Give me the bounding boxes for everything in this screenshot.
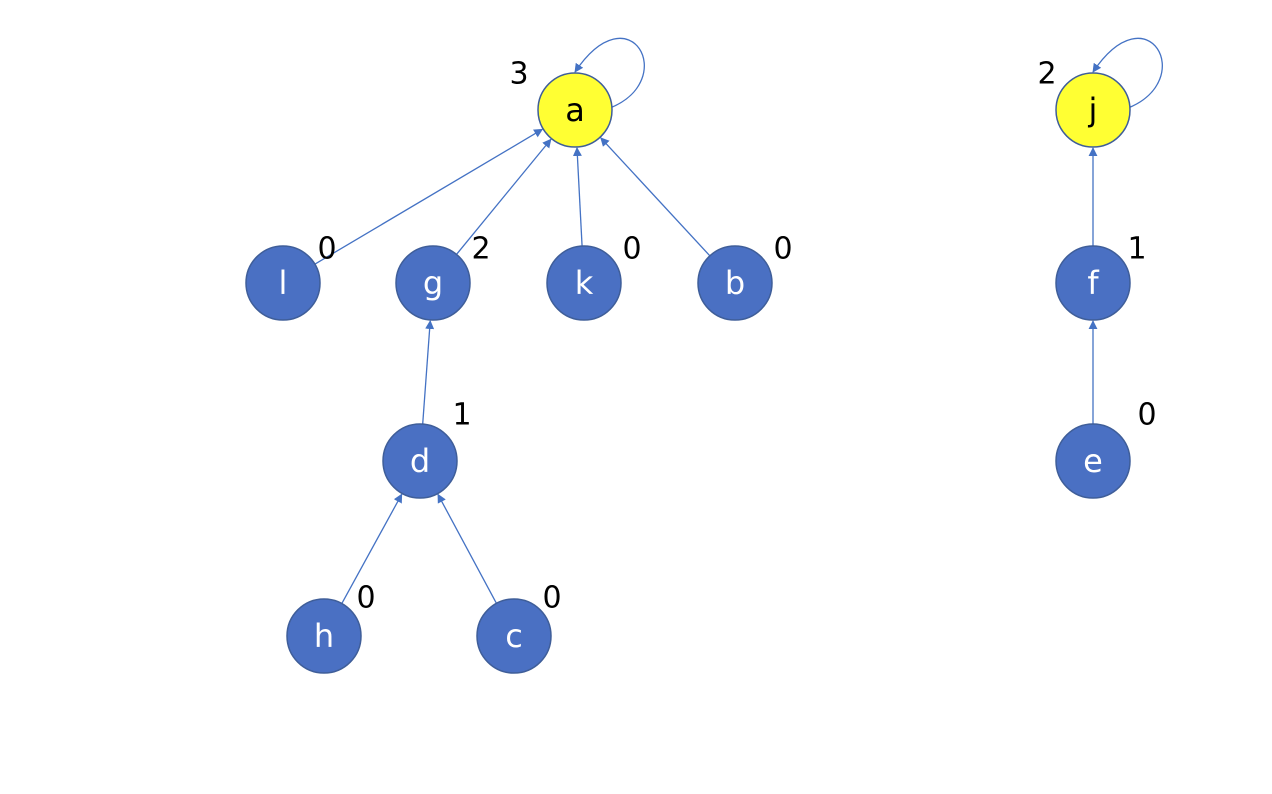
rank-label: 0 [1137,398,1156,433]
rank-label: 0 [773,232,792,267]
node-h: h0 [286,581,376,674]
node-circle [1055,423,1131,499]
node-l: l0 [245,232,337,321]
node-e: e0 [1055,398,1157,499]
rank-label: 2 [1037,57,1056,92]
node-circle [245,245,321,321]
edge-j-to-j [1092,37,1163,109]
edge-d-to-g [422,320,435,425]
node-label: a [565,91,585,129]
node-label: k [575,264,594,302]
node-label: j [1088,91,1098,129]
node-c: c0 [476,581,562,674]
node-g: g2 [395,232,491,321]
edge-h-to-d [341,493,403,604]
rank-label: 0 [542,581,561,616]
node-label: b [725,264,745,302]
edge-a-to-a [574,37,645,109]
edges-layer [314,37,1163,604]
edge-c-to-d [437,493,498,604]
node-circle [382,423,458,499]
node-label: g [423,264,443,302]
rank-label: 0 [622,232,641,267]
node-circle [1055,245,1131,321]
node-label: d [410,442,430,480]
node-circle [286,598,362,674]
node-label: e [1083,442,1103,480]
rank-label: 2 [471,232,490,267]
rank-label: 1 [452,398,471,433]
node-a: a3 [509,57,613,148]
edge-k-to-a [572,147,583,247]
node-k: k0 [546,232,642,321]
node-label: h [314,617,334,655]
node-circle [395,245,471,321]
node-label: l [279,264,288,302]
rank-label: 0 [356,581,375,616]
rank-label: 0 [317,232,336,267]
node-label: f [1087,264,1099,302]
node-d: d1 [382,398,472,499]
rank-label: 3 [509,57,528,92]
rank-label: 1 [1127,232,1146,267]
edge-l-to-a [314,128,544,265]
node-f: f1 [1055,232,1147,321]
node-circle [476,598,552,674]
edge-g-to-a [455,138,552,255]
root-node-circle [537,72,613,148]
edge-b-to-a [600,137,711,257]
node-j: j2 [1037,57,1131,148]
node-label: c [505,617,523,655]
root-node-circle [1055,72,1131,148]
node-b: b0 [697,232,793,321]
node-circle [697,245,773,321]
node-circle [546,245,622,321]
